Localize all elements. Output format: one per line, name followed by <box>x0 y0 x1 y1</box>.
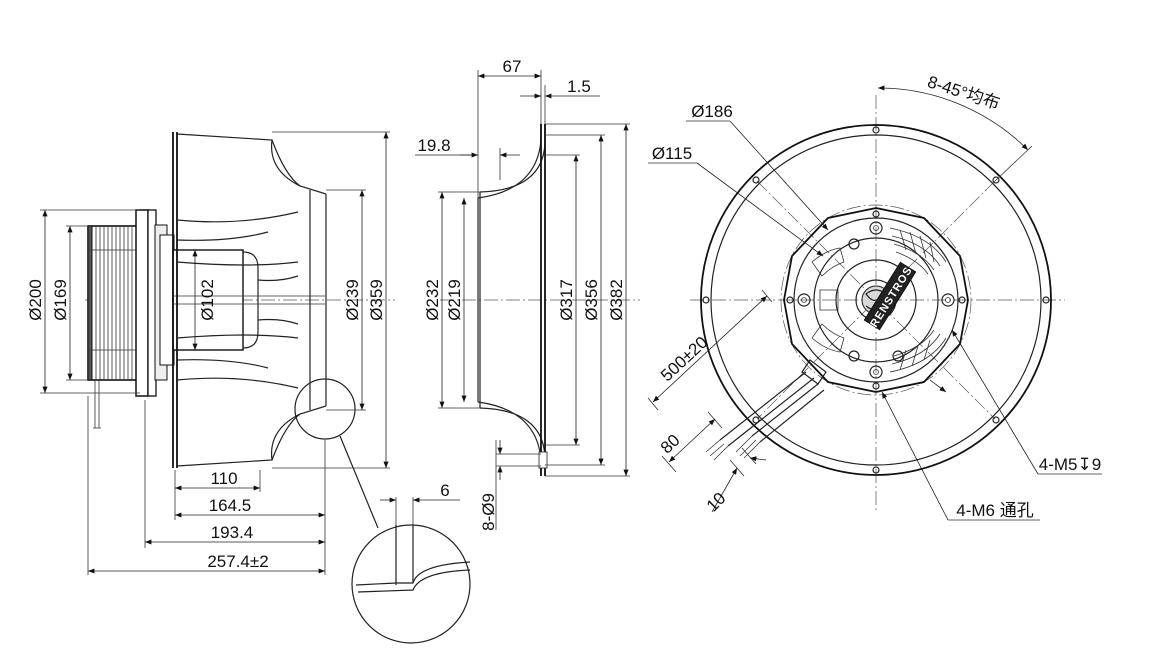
cable-assembly <box>705 359 827 461</box>
dim-257-4: 257.4±2 <box>207 552 268 571</box>
dim-d200: Ø200 <box>26 279 45 321</box>
dim-10: 10 <box>703 489 730 516</box>
side-length-dims <box>87 396 326 575</box>
dim-d219: Ø219 <box>445 279 464 321</box>
dim-1-5: 1.5 <box>567 77 591 96</box>
dim-d169: Ø169 <box>51 279 70 321</box>
inlet-view: 67 1.5 19.8 Ø232 Ø219 Ø317 Ø356 Ø382 8-Ø <box>415 57 640 531</box>
dim-193-4: 193.4 <box>211 523 254 542</box>
motor-heatsink <box>87 209 175 429</box>
dim-d317: Ø317 <box>557 279 576 321</box>
dim-d102: Ø102 <box>198 279 217 321</box>
dim-67: 67 <box>503 57 522 76</box>
inlet-upper-profile <box>477 124 542 199</box>
side-view: Ø200 Ø169 Ø102 Ø239 Ø359 110 164.5 193.4… <box>26 131 471 644</box>
dim-d239: Ø239 <box>343 279 362 321</box>
dim-164-5: 164.5 <box>209 496 252 515</box>
detail-callout-circle <box>294 378 356 440</box>
inlet-lower-profile <box>477 401 542 476</box>
detail-leader <box>339 435 379 529</box>
dim-19-8: 19.8 <box>417 136 450 155</box>
outer-mount-holes <box>702 126 1050 474</box>
detail-view <box>351 497 471 644</box>
dim-d232: Ø232 <box>423 279 442 321</box>
dim-110: 110 <box>210 469 237 488</box>
dim-angle: 8-45°均布 <box>925 72 1002 113</box>
dim-d382: Ø382 <box>607 279 626 321</box>
detail-dim-6: 6 <box>440 481 449 500</box>
side-diameter-dims <box>40 131 390 469</box>
dim-8-d9: 8-Ø9 <box>479 493 498 531</box>
dim-4-m6: 4-M6 通孔 <box>956 501 1033 520</box>
dim-d359: Ø359 <box>367 279 386 321</box>
dim-4-m5: 4-M5↧9 <box>1039 455 1101 474</box>
impeller <box>172 132 327 468</box>
dim-d186: Ø186 <box>691 102 733 121</box>
dim-d356: Ø356 <box>582 279 601 321</box>
dim-80: 80 <box>657 431 684 458</box>
dim-cable-length: 500±20 <box>657 333 711 386</box>
front-view: RENSTROS Ø186 Ø115 8-45°均布 4 <box>647 72 1102 521</box>
dim-d115: Ø115 <box>652 144 692 163</box>
